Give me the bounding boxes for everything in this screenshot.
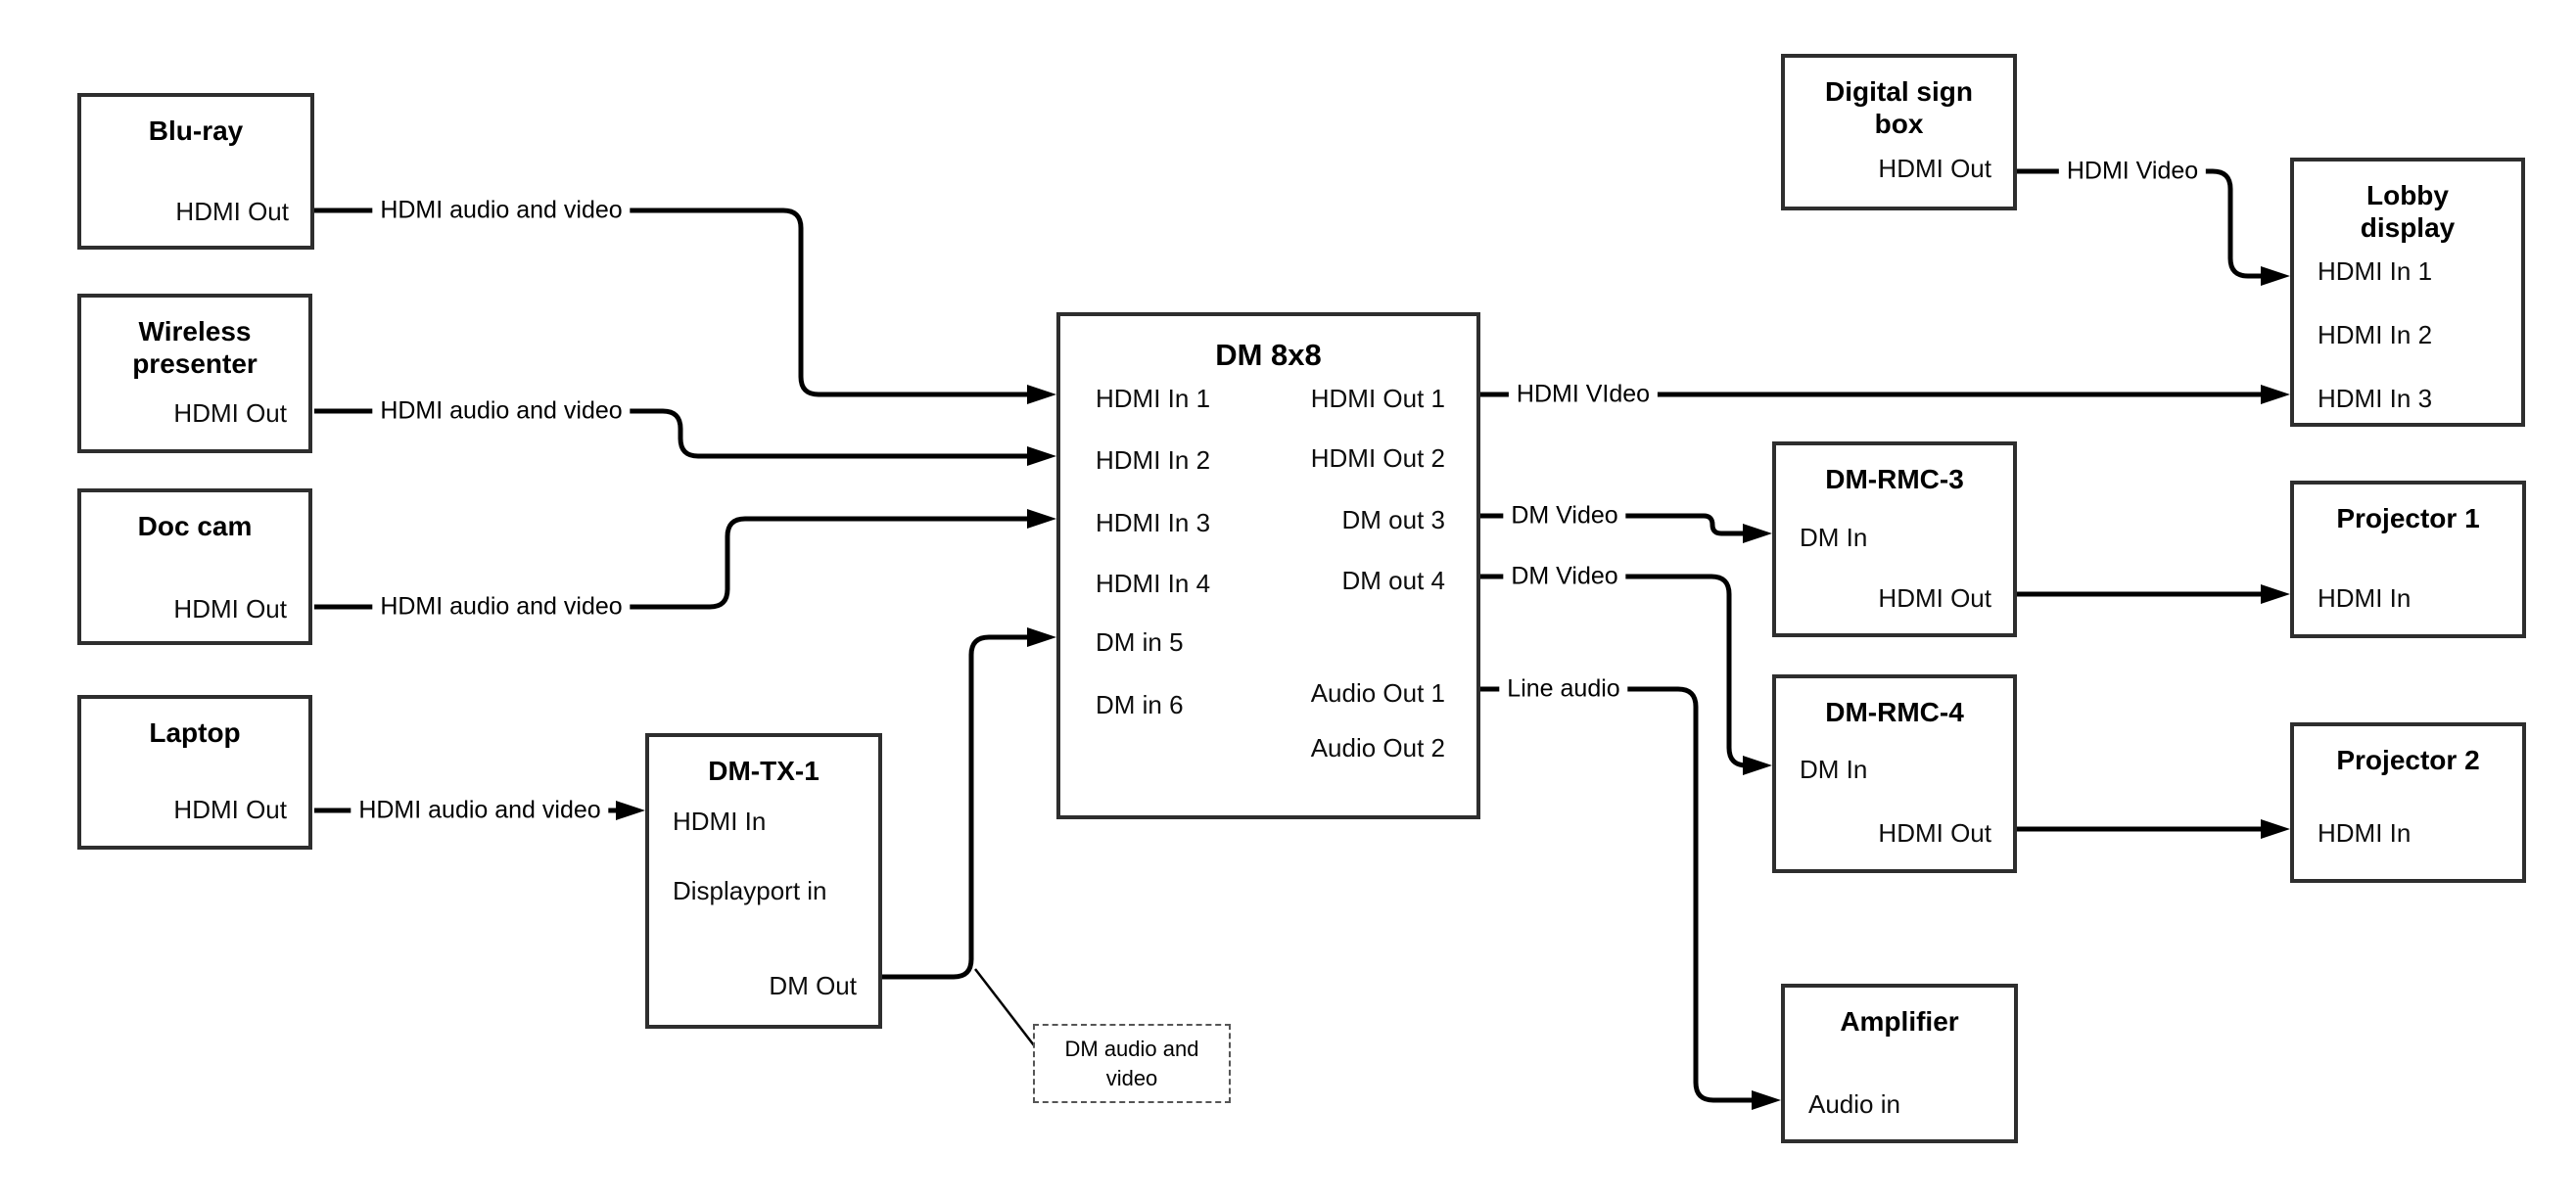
port-dmtx1-dm-out: DM Out (769, 971, 857, 1000)
port-dm8x8-audio-out-1: Audio Out 1 (1310, 678, 1445, 708)
wire-label-hdmi-av-wireless: HDMI audio and video (372, 397, 631, 425)
port-bluray-hdmi-out: HDMI Out (175, 197, 289, 226)
device-box-projector2: Projector 2 HDMI In (2290, 722, 2526, 883)
device-box-bluray: Blu-ray HDMI Out (77, 93, 314, 250)
callout-note-dm-audio-video: DM audio and video (1033, 1024, 1231, 1103)
port-dm8x8-dm-out-3: DM out 3 (1341, 505, 1446, 534)
arrowhead-proj2-hdmiin (2261, 819, 2290, 839)
arrowhead-dm8x8-in1 (1027, 385, 1056, 404)
port-laptop-hdmi-out: HDMI Out (173, 795, 287, 824)
device-box-doc-cam: Doc cam HDMI Out (77, 488, 312, 645)
port-proj2-hdmi-in: HDMI In (2318, 818, 2412, 848)
wire-digitalsign-to-lobby-in1 (2017, 168, 2265, 279)
device-box-dmtx1: DM-TX-1 HDMI In Displayport in DM Out (645, 733, 882, 1029)
port-dm8x8-hdmi-in-2: HDMI In 2 (1096, 445, 1211, 475)
port-digitalsign-hdmi-out: HDMI Out (1878, 154, 1991, 183)
port-dm8x8-dm-in-5: DM in 5 (1096, 627, 1184, 657)
device-box-laptop: Laptop HDMI Out (77, 695, 312, 850)
port-lobby-hdmi-in-3: HDMI In 3 (2318, 384, 2433, 413)
port-dmtx1-displayport-in: Displayport in (673, 876, 827, 905)
port-proj1-hdmi-in: HDMI In (2318, 583, 2412, 613)
box-title-digital-sign: Digital sign box (1825, 76, 1973, 140)
wire-label-hdmi-av-laptop: HDMI audio and video (351, 797, 609, 824)
device-box-projector1: Projector 1 HDMI In (2290, 481, 2526, 638)
wire-label-dm-video-out4: DM Video (1503, 563, 1626, 590)
box-title-projector2: Projector 2 (2336, 745, 2480, 775)
arrowhead-amplifier-audioin (1752, 1090, 1781, 1110)
box-title-dmrmc3: DM-RMC-3 (1825, 464, 1964, 494)
port-amplifier-audio-in: Audio in (1808, 1089, 1900, 1119)
port-wireless-hdmi-out: HDMI Out (173, 398, 287, 428)
device-box-lobby-display: Lobby display HDMI In 1 HDMI In 2 HDMI I… (2290, 158, 2525, 427)
port-dmtx1-hdmi-in: HDMI In (673, 807, 767, 836)
wire-label-hdmi-av-doccam: HDMI audio and video (372, 593, 631, 621)
box-title-bluray: Blu-ray (148, 115, 244, 146)
box-title-laptop: Laptop (149, 717, 241, 748)
port-dm8x8-hdmi-out-1: HDMI Out 1 (1310, 384, 1445, 413)
port-dm8x8-audio-out-2: Audio Out 2 (1310, 733, 1445, 762)
box-title-lobby-display: Lobby display (2360, 180, 2456, 244)
wire-label-dm-video-out3: DM Video (1503, 502, 1626, 530)
port-dm8x8-hdmi-out-2: HDMI Out 2 (1310, 443, 1445, 473)
device-box-digital-sign: Digital sign box HDMI Out (1781, 54, 2017, 210)
wire-wireless-to-dm8x8-in2 (314, 408, 1031, 459)
wire-doccam-to-dm8x8-in3 (314, 516, 1031, 610)
arrowhead-dmtx1-hdmi-in (616, 801, 645, 820)
port-dm8x8-hdmi-in-4: HDMI In 4 (1096, 569, 1211, 598)
port-dmrmc4-dm-in: DM In (1800, 755, 1868, 784)
arrowhead-lobby-in3 (2261, 385, 2290, 404)
box-title-dmtx1: DM-TX-1 (708, 756, 820, 786)
box-title-amplifier: Amplifier (1840, 1006, 1959, 1037)
wire-dm8x8-out3-to-dmrmc3 (1480, 513, 1747, 536)
device-box-dm8x8: DM 8x8 HDMI In 1 HDMI In 2 HDMI In 3 HDM… (1056, 312, 1480, 819)
port-dm8x8-hdmi-in-1: HDMI In 1 (1096, 384, 1211, 413)
device-box-amplifier: Amplifier Audio in (1781, 984, 2018, 1143)
box-title-projector1: Projector 1 (2336, 503, 2480, 533)
box-title-doc-cam: Doc cam (137, 511, 253, 541)
arrowhead-lobby-in1 (2261, 266, 2290, 286)
wire-label-hdmi-av-bluray: HDMI audio and video (372, 197, 631, 224)
box-title-dmrmc4: DM-RMC-4 (1825, 697, 1964, 727)
port-dm8x8-hdmi-in-3: HDMI In 3 (1096, 508, 1211, 537)
port-dm8x8-dm-out-4: DM out 4 (1341, 566, 1446, 595)
arrowhead-dm8x8-in5 (1027, 627, 1056, 647)
port-dmrmc3-dm-in: DM In (1800, 523, 1868, 552)
arrowhead-dmrmc4-dmin (1743, 756, 1772, 775)
box-title-dm8x8: DM 8x8 (1215, 338, 1322, 372)
arrowhead-proj1-hdmiin (2261, 584, 2290, 604)
box-title-wireless-presenter: Wireless presenter (132, 316, 258, 380)
device-box-dmrmc4: DM-RMC-4 DM In HDMI Out (1772, 674, 2017, 873)
callout-leader-line (974, 968, 1035, 1046)
port-lobby-hdmi-in-1: HDMI In 1 (2318, 256, 2433, 286)
device-box-wireless-presenter: Wireless presenter HDMI Out (77, 294, 312, 453)
wire-label-hdmi-video-sign: HDMI Video (2058, 158, 2207, 185)
arrowhead-dmrmc3-dmin (1743, 524, 1772, 543)
port-dm8x8-dm-in-6: DM in 6 (1096, 690, 1184, 719)
arrowhead-dm8x8-in2 (1027, 446, 1056, 466)
wire-dmtx1-to-dm8x8-in5 (882, 634, 1031, 980)
port-doccam-hdmi-out: HDMI Out (173, 594, 287, 624)
wire-label-line-audio: Line audio (1499, 675, 1628, 703)
wire-label-hdmi-video-out1: HDMI VIdeo (1508, 381, 1659, 408)
port-dmrmc4-hdmi-out: HDMI Out (1878, 818, 1991, 848)
wire-bluray-to-dm8x8-in1 (314, 208, 1031, 397)
wire-dm8x8-audio1-to-amplifier (1480, 686, 1756, 1103)
wire-dm8x8-out4-to-dmrmc4 (1480, 574, 1750, 768)
device-box-dmrmc3: DM-RMC-3 DM In HDMI Out (1772, 441, 2017, 637)
port-lobby-hdmi-in-2: HDMI In 2 (2318, 320, 2433, 349)
arrowhead-dm8x8-in3 (1027, 509, 1056, 529)
port-dmrmc3-hdmi-out: HDMI Out (1878, 583, 1991, 613)
